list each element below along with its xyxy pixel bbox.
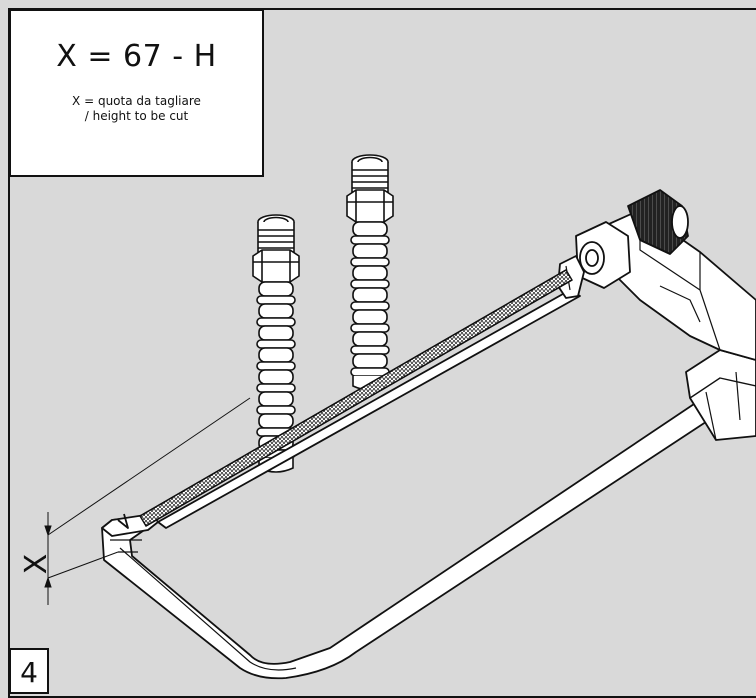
cut-height-formula: X = 67 - H <box>56 39 217 74</box>
saw-blade <box>139 269 573 527</box>
formula-panel: X = 67 - H X = quota da tagliare / heigh… <box>9 9 264 177</box>
note-italian: X = quota da tagliare <box>72 94 201 108</box>
hacksaw-frame <box>101 189 756 680</box>
page-frame <box>8 8 756 698</box>
dimension-lines <box>44 397 251 605</box>
dimension-label: X <box>19 553 54 575</box>
step-number: 4 <box>9 648 49 694</box>
left-fitting <box>252 214 300 473</box>
note-english: / height to be cut <box>84 109 189 123</box>
right-fitting <box>346 154 394 391</box>
formula-note: X = quota da tagliare / height to be cut <box>11 94 262 124</box>
